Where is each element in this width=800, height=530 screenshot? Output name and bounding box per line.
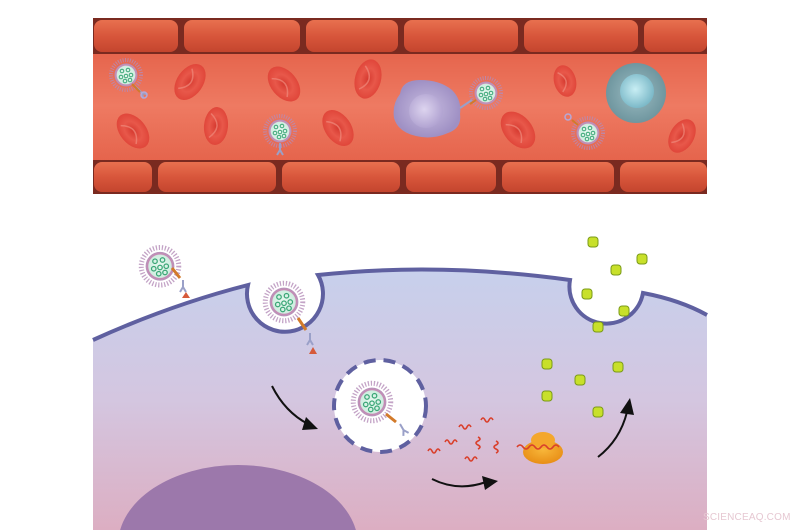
ribosome (516, 432, 563, 464)
cell-nucleus (120, 465, 356, 530)
macrophage-cell (393, 80, 473, 138)
arrow-to-endosome (271, 385, 309, 425)
arrow-to-translation (431, 478, 487, 488)
vessel-wall-bottom (93, 160, 707, 194)
process-arrows (271, 385, 634, 490)
lymphocyte-cell (606, 63, 666, 123)
mrna-strands (427, 417, 499, 462)
blood-vessel-panel (93, 18, 707, 194)
cell-uptake-panel (92, 236, 708, 530)
cell-membrane (92, 267, 708, 342)
red-blood-cells (116, 59, 696, 153)
arrow-to-secretion (597, 411, 628, 458)
endosome-vesicle (332, 358, 428, 454)
protein-products (541, 236, 648, 418)
vessel-wall-top (93, 18, 707, 54)
watermark-text: SCIENCEAQ.COM (703, 512, 791, 523)
nanoparticle-endocytosis (265, 283, 317, 354)
nanoparticles-in-vessel (109, 58, 605, 156)
nanoparticle-binding (141, 248, 190, 298)
